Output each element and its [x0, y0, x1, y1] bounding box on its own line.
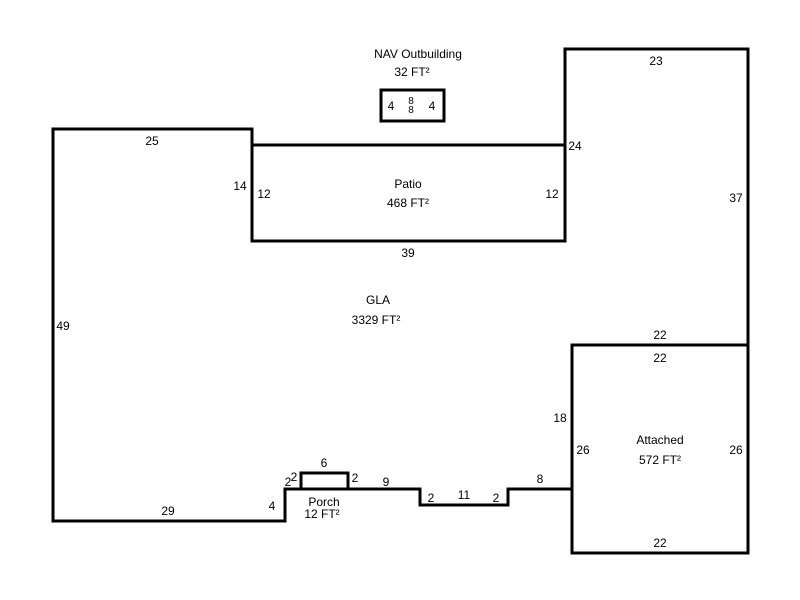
outbuilding-dim-right: 4: [429, 99, 436, 113]
dim-label: 2: [493, 491, 500, 505]
porch-area: 12 FT²: [304, 507, 339, 521]
dim-label: 2: [291, 470, 298, 484]
dim-label: 2: [352, 471, 359, 485]
dim-label: 14: [233, 179, 247, 193]
dim-label: 2: [285, 475, 292, 489]
dim-label: 12: [257, 187, 271, 201]
dim-label: 39: [401, 246, 415, 260]
dim-label: 4: [269, 499, 276, 513]
outbuilding-dim-top: 8: [408, 96, 414, 107]
dim-label: 6: [321, 456, 328, 470]
gla-area: 3329 FT²: [352, 313, 401, 327]
dim-label: 9: [383, 475, 390, 489]
outbuilding-dim-left: 4: [388, 99, 395, 113]
dim-label: 8: [537, 472, 544, 486]
dim-label: 25: [145, 134, 159, 148]
dim-label: 26: [576, 443, 590, 457]
attached-name: Attached: [636, 433, 683, 447]
dim-label: 11: [458, 488, 471, 502]
dim-label: 12: [545, 187, 559, 201]
dim-label: 22: [653, 328, 667, 342]
dim-label: 24: [568, 139, 582, 153]
dim-label: 22: [653, 351, 667, 365]
patio-outline: [250, 143, 567, 243]
attached-area: 572 FT²: [639, 453, 681, 467]
attached-outline: [570, 343, 750, 555]
dimension-labels: 25 14 12 12 24 23 37 39 49 22 22 18 26 2…: [56, 54, 743, 550]
dim-label: 49: [56, 319, 70, 333]
outbuilding-name: NAV Outbuilding: [374, 47, 462, 61]
gla-name: GLA: [366, 293, 390, 307]
dim-label: 29: [161, 504, 175, 518]
outbuilding-dim-bottom: 8: [408, 105, 414, 116]
dim-label: 23: [649, 54, 663, 68]
dim-label: 26: [729, 443, 743, 457]
dim-label: 22: [653, 536, 667, 550]
patio-area: 468 FT²: [387, 196, 429, 210]
outbuilding-outline: [379, 88, 446, 123]
dim-label: 37: [729, 191, 743, 205]
dim-label: 2: [428, 491, 435, 505]
dim-label: 18: [553, 411, 567, 425]
porch-name: Porch: [308, 495, 339, 509]
outbuilding-area: 32 FT²: [394, 65, 429, 79]
patio-name: Patio: [394, 177, 422, 191]
porch-outline: [299, 471, 350, 491]
